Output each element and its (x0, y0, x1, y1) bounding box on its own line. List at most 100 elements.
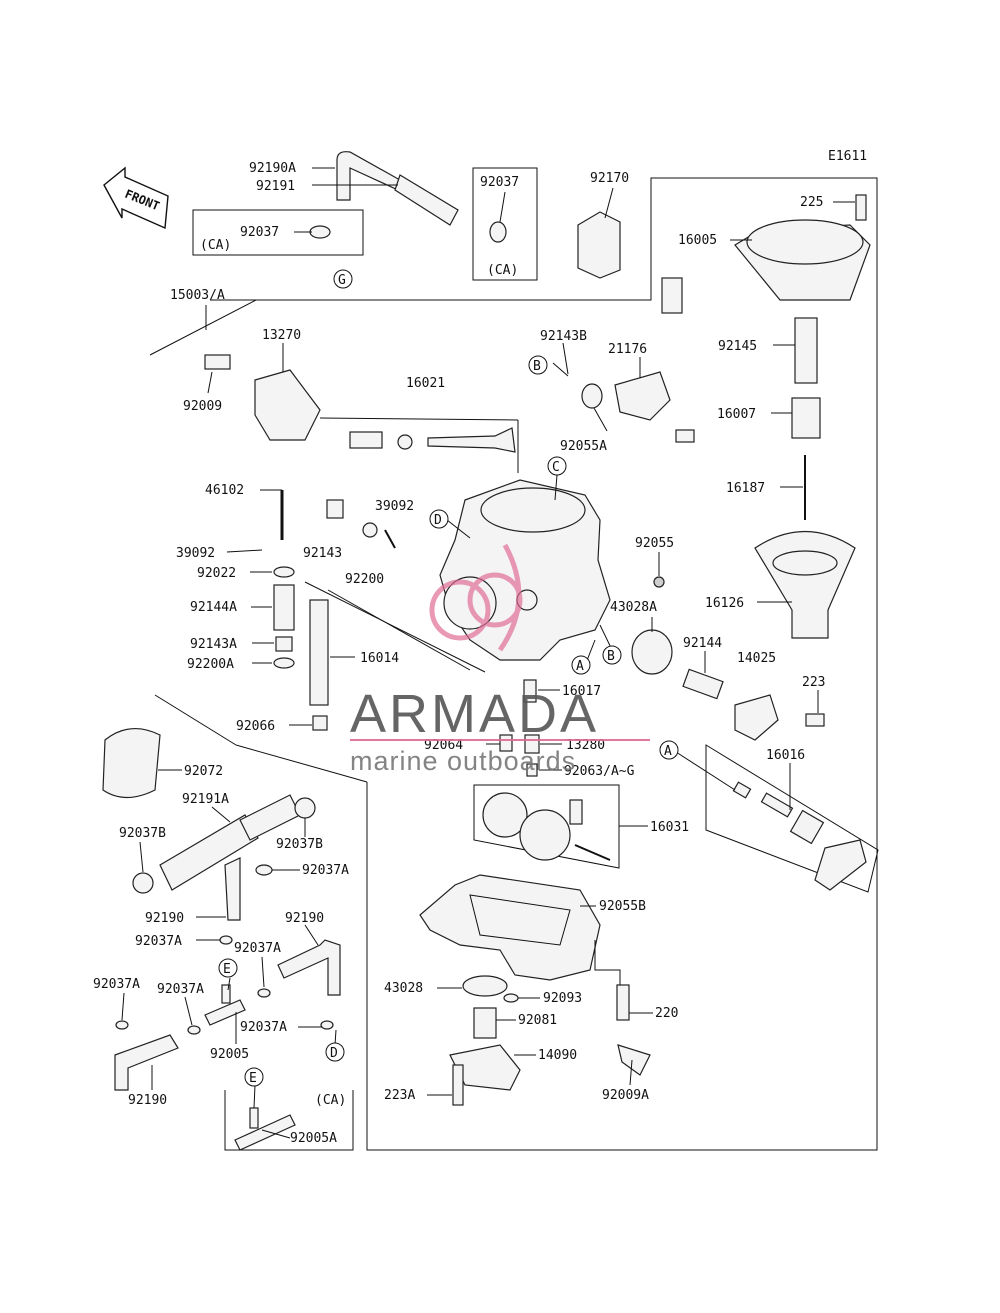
hose-92190-mid (224, 857, 241, 921)
label-92037A-d: 92037A (240, 1020, 287, 1035)
leader-16014-box (304, 581, 486, 673)
label-92037A-e: 92037A (93, 977, 140, 992)
label-92191: 92191 (256, 179, 295, 194)
hose-92190-right (277, 939, 341, 996)
label-16007: 16007 (717, 407, 756, 422)
tee-92005A-stem (249, 1107, 259, 1129)
pump-nozzle (814, 839, 867, 891)
diaphragm-16126 (754, 531, 856, 639)
sensor-connector (661, 277, 683, 314)
hose-92191A-end (239, 794, 301, 841)
label-46102: 46102 (205, 483, 244, 498)
needle-jet-16014 (309, 599, 329, 706)
watermark-title: ARMADA (350, 684, 599, 744)
oring-92055 (653, 576, 665, 588)
diaphragm-ring (772, 550, 838, 576)
label-92143A: 92143A (190, 637, 237, 652)
label-92144A: 92144A (190, 600, 237, 615)
label-43028: 43028 (384, 981, 423, 996)
label-ca-left: (CA) (200, 238, 231, 253)
marker-e1-label: E (223, 962, 231, 977)
sensor-21176 (614, 371, 671, 421)
label-92066: 92066 (236, 719, 275, 734)
pump-frame (705, 744, 879, 893)
label-92009A: 92009A (602, 1088, 649, 1103)
label-16126: 16126 (705, 596, 744, 611)
marker-e1 (218, 958, 238, 978)
label-223: 223 (802, 675, 825, 690)
oring-92093 (503, 993, 519, 1003)
label-92145: 92145 (718, 339, 757, 354)
marker-e2 (244, 1067, 264, 1087)
label-92191A: 92191A (182, 792, 229, 807)
label-14090: 14090 (538, 1048, 577, 1063)
tee-92005-stem (221, 984, 231, 1004)
leader-16021 (319, 417, 519, 421)
float-pin (574, 844, 611, 861)
tee-92005A (234, 1114, 296, 1151)
clip-92037-mid (489, 221, 507, 243)
washer-92022 (273, 566, 295, 578)
label-92037A-f: 92037A (157, 982, 204, 997)
spring-plunger (349, 431, 383, 449)
label-220: 220 (655, 1006, 678, 1021)
spring-92081 (473, 1007, 497, 1039)
label-39092-b: 39092 (375, 499, 414, 514)
label-92170: 92170 (590, 171, 629, 186)
diaphragm-43028 (462, 975, 508, 997)
label-92143: 92143 (303, 546, 342, 561)
spring-92144 (682, 668, 724, 700)
retainer-16007 (791, 397, 821, 439)
label-92037-top: 92037 (480, 175, 519, 190)
hose-92191A (159, 814, 259, 891)
marker-d1-label: D (434, 513, 442, 528)
label-16017: 16017 (562, 684, 601, 699)
jet-92066 (312, 715, 328, 731)
spring-92145 (794, 317, 818, 384)
label-92190-a: 92190 (145, 911, 184, 926)
label-92081: 92081 (518, 1013, 557, 1028)
frame-diagonal (149, 299, 257, 356)
label-92037A-b: 92037A (135, 934, 182, 949)
label-92037B-right: 92037B (276, 837, 323, 852)
clip-92037A-b (219, 935, 233, 945)
label-92037-left: 92037 (240, 225, 279, 240)
label-92005A: 92005A (290, 1131, 337, 1146)
marker-a1 (571, 655, 591, 675)
label-92190-b: 92190 (285, 911, 324, 926)
float-bowl (419, 874, 601, 981)
leader-220 (594, 940, 621, 985)
label-16021: 16021 (406, 376, 445, 391)
leader-16014-box2 (327, 589, 471, 671)
label-92144: 92144 (683, 636, 722, 651)
hose-92190A (336, 151, 401, 201)
cover-14025 (734, 694, 779, 741)
frame-left-diag2 (235, 744, 368, 783)
ca-box-mid (472, 167, 538, 281)
frame-left-diag (154, 694, 237, 746)
bowl-gasket (469, 894, 571, 946)
label-16016: 16016 (766, 748, 805, 763)
marker-d2-label: D (330, 1046, 338, 1061)
diaphragm-43028A (631, 629, 673, 675)
label-21176: 21176 (608, 342, 647, 357)
clip-92037-left (309, 225, 331, 239)
label-92190A: 92190A (249, 161, 296, 176)
label-92190-c: 92190 (128, 1093, 167, 1108)
label-92037A-c: 92037A (234, 941, 281, 956)
strap-92072 (102, 728, 161, 799)
clamp-92170 (577, 211, 621, 279)
label-39092-a: 39092 (176, 546, 215, 561)
marker-a2 (659, 740, 679, 760)
pump-spring (760, 792, 794, 818)
marker-a2-label: A (664, 744, 672, 759)
jet-92063 (526, 763, 538, 777)
label-92055A: 92055A (560, 439, 607, 454)
label-225: 225 (800, 195, 823, 210)
float-frame (473, 784, 620, 869)
pump-rod (732, 781, 752, 799)
ca-box-bottom (224, 1090, 354, 1151)
clip-92037A-f (187, 1025, 201, 1035)
needle-16017 (523, 679, 537, 703)
